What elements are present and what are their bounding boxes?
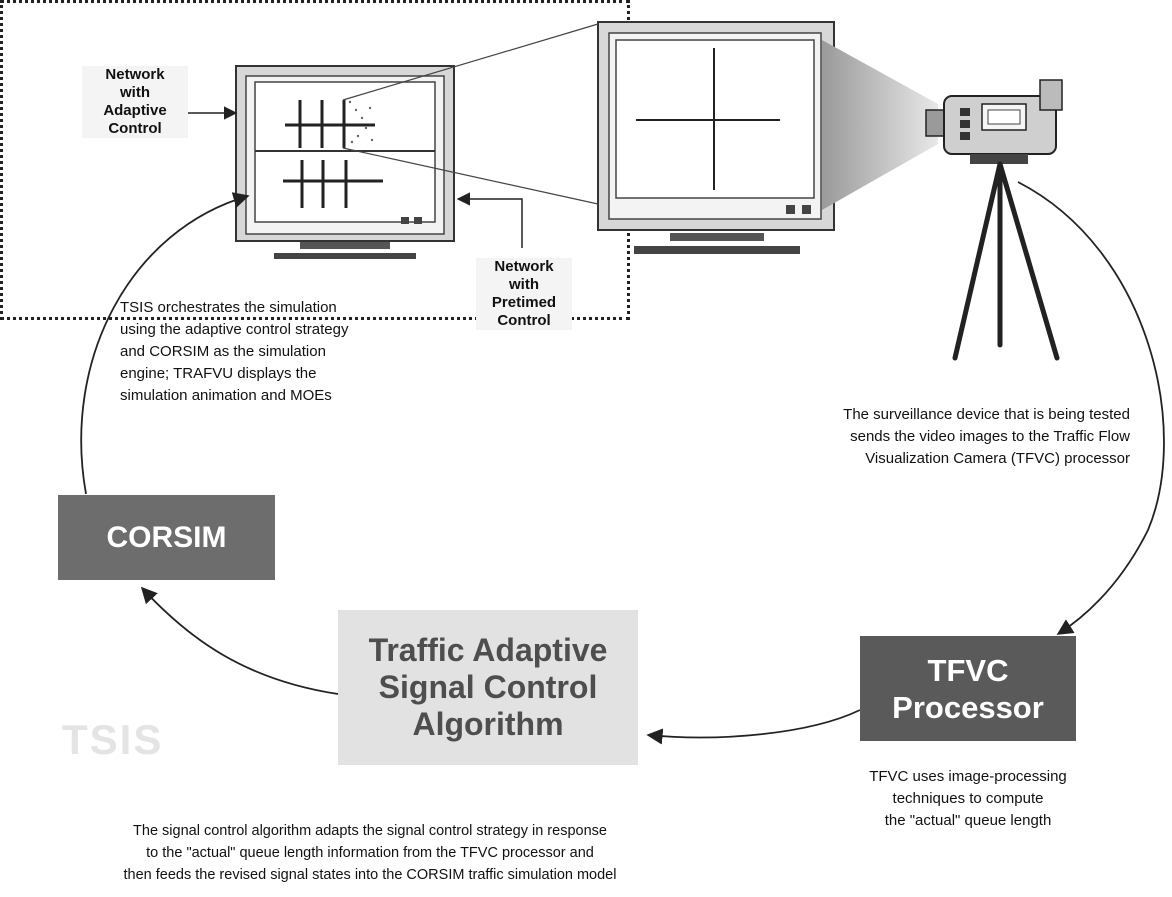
label-line: Adaptive (103, 102, 167, 119)
pretimed-arrow (456, 192, 523, 248)
caption-line: Visualization Camera (TFVC) processor (865, 450, 1130, 467)
video-camera-icon (925, 79, 1063, 164)
tripod-icon (952, 161, 1060, 361)
caption-line: engine; TRAFVU displays the (120, 365, 317, 382)
caption-line: techniques to compute (892, 790, 1044, 807)
tfvc-processor-box: TFVC Processor (860, 636, 1076, 741)
algorithm-caption: The signal control algorithm adapts the … (0, 820, 740, 886)
caption-line: The surveillance device that is being te… (843, 406, 1130, 423)
tsis-caption: TSIS orchestrates the simulation using t… (120, 297, 460, 407)
label-line: with (120, 84, 150, 101)
corsim-to-monitor-arrow (80, 192, 250, 495)
caption-line: TSIS orchestrates the simulation (120, 299, 337, 316)
tfvc-label: TFVC Processor (892, 652, 1044, 726)
algorithm-box: Traffic Adaptive Signal Control Algorith… (338, 610, 638, 765)
label-line: Pretimed (491, 294, 557, 311)
caption-line: TFVC uses image-processing (869, 768, 1067, 785)
monitor-right-icon (597, 21, 835, 254)
surveillance-caption: The surveillance device that is being te… (700, 404, 1130, 470)
corsim-box: CORSIM (58, 495, 275, 580)
caption-line: using the adaptive control strategy (120, 321, 349, 338)
corsim-label: CORSIM (106, 520, 227, 554)
label-line: Algorithm (412, 706, 564, 742)
monitor-left-icon (235, 65, 455, 259)
label-line: with (509, 276, 539, 293)
caption-line: and CORSIM as the simulation (120, 343, 326, 360)
tsis-watermark: TSIS (62, 716, 164, 763)
caption-line: The signal control algorithm adapts the … (133, 823, 607, 839)
label-line: Network (494, 258, 554, 275)
tfvc-to-algorithm-arrow (646, 709, 861, 745)
label-line: Network (105, 66, 165, 83)
camera-to-tfvc-arrow (1017, 181, 1165, 635)
label-line: TFVC (927, 652, 1009, 688)
caption-line: sends the video images to the Traffic Fl… (850, 428, 1130, 445)
label-line: Traffic Adaptive (368, 632, 608, 668)
label-line: Control (108, 120, 162, 137)
algorithm-label: Traffic Adaptive Signal Control Algorith… (369, 632, 608, 743)
label-line: Processor (892, 689, 1044, 725)
network-pretimed-label: Network with Pretimed Control (476, 258, 572, 330)
algorithm-to-corsim-arrow (140, 586, 339, 695)
caption-line: the "actual" queue length (884, 812, 1052, 829)
tfvc-caption: TFVC uses image-processing techniques to… (818, 766, 1118, 832)
caption-line: then feeds the revised signal states int… (123, 867, 617, 883)
label-line: Signal Control (378, 669, 598, 705)
caption-line: simulation animation and MOEs (120, 387, 332, 404)
camera-beam (822, 40, 938, 210)
label-line: Control (497, 312, 551, 329)
network-adaptive-label: Network with Adaptive Control (82, 66, 188, 138)
caption-line: to the "actual" queue length information… (146, 845, 594, 861)
